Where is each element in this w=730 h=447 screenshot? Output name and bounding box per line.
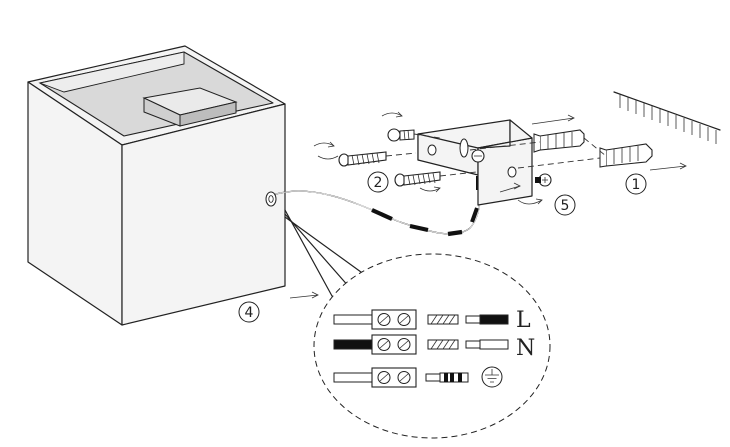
callout-1-label: 1 (632, 177, 641, 193)
callout-4: 4 (238, 301, 260, 323)
callout-1: 1 (625, 173, 647, 195)
label-live: L (516, 308, 531, 333)
callout-4-label: 4 (245, 305, 254, 321)
screws-and-plugs (338, 128, 653, 187)
cube-side-face (121, 103, 286, 326)
mounting-bracket (417, 119, 533, 206)
detail-leader-lines (284, 209, 373, 297)
motion-arrows (289, 111, 687, 299)
screw-lower (394, 171, 441, 187)
callout-2-label: 2 (374, 175, 383, 191)
label-neutral: N (516, 336, 535, 361)
power-cable (275, 159, 481, 237)
grub-screw (535, 173, 552, 187)
bracket-screw (387, 128, 415, 142)
assembly-axes (385, 133, 607, 177)
callout-2: 2 (367, 171, 389, 193)
lamp-cube (27, 45, 286, 326)
terminal-row-neutral: N (333, 334, 535, 361)
wiring-detail: L N (313, 253, 551, 439)
terminal-row-earth (333, 366, 503, 388)
wall-plug-upper (533, 129, 585, 153)
ground-symbol-icon (481, 366, 503, 388)
screw-upper (338, 151, 387, 167)
terminal-row-live: L (333, 308, 531, 333)
wall-plug-lower (599, 143, 653, 168)
wall-section (613, 91, 721, 144)
callouts: 1 2 3 4 5 (238, 171, 647, 323)
callout-5: 5 (554, 194, 576, 216)
callout-5-label: 5 (561, 198, 570, 214)
